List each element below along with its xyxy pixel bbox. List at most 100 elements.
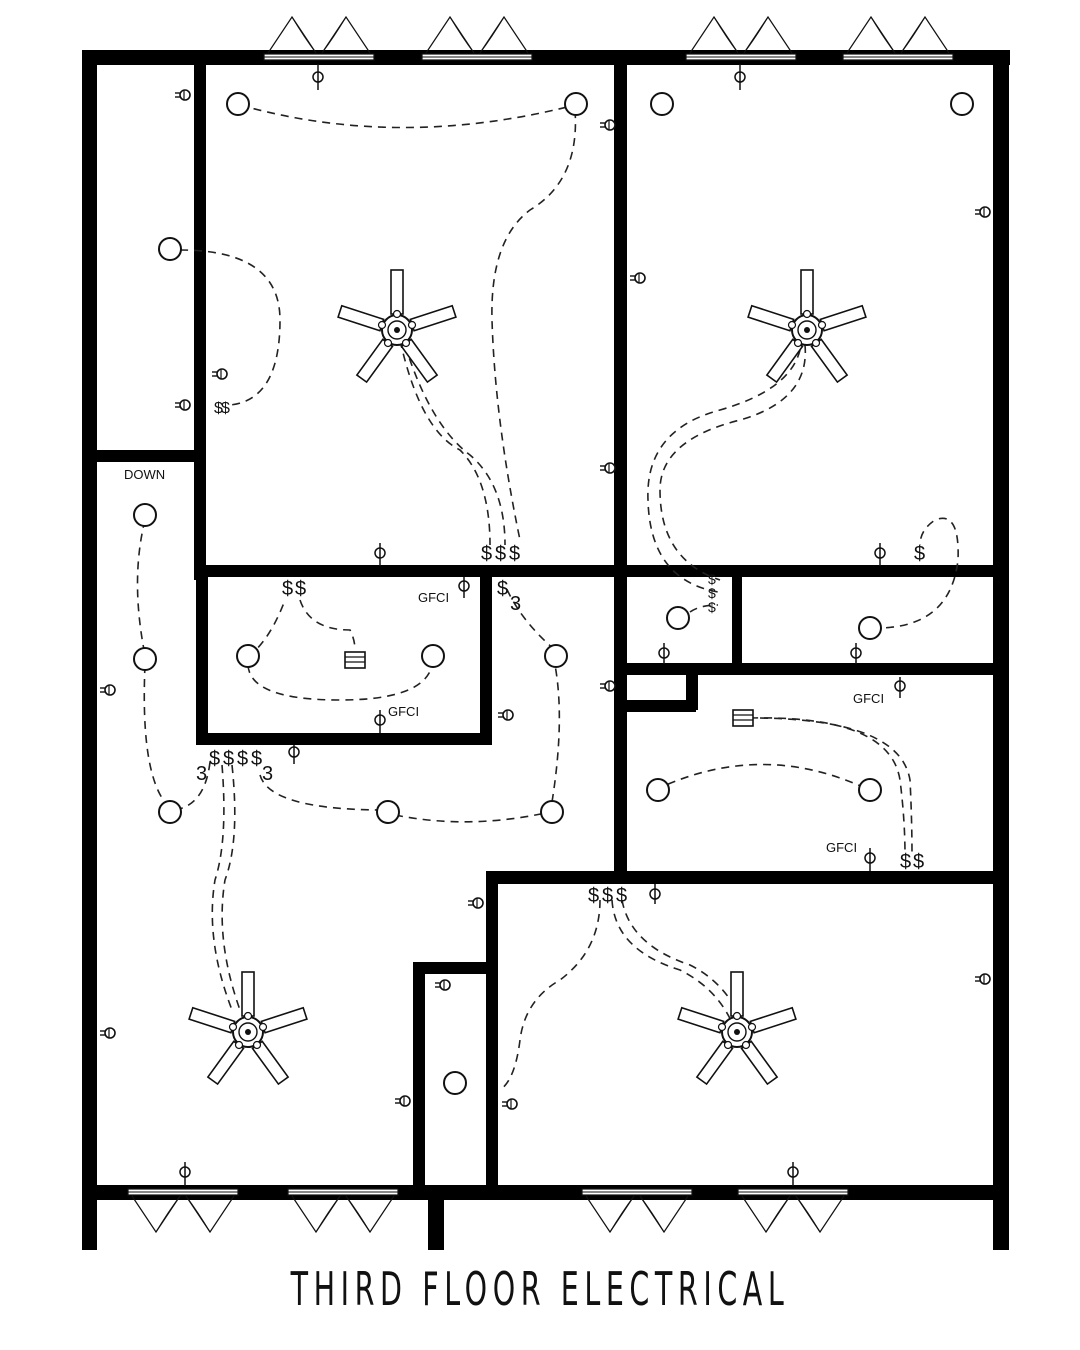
ceiling-light-icon (858, 778, 882, 802)
duplex-outlet-icon (974, 206, 991, 218)
duplex-outlet-icon (99, 684, 116, 696)
switch-icon: $ (616, 885, 627, 907)
duplex-outlet-icon (174, 89, 191, 101)
duplex-outlet-icon (179, 1162, 191, 1186)
ceiling-fan-icon (677, 971, 797, 1086)
ceiling-light-icon (226, 92, 250, 116)
window-icon (263, 16, 375, 61)
switch-icon: $ (495, 543, 506, 565)
ceiling-fan-icon (337, 269, 457, 384)
switch-icon: $ (223, 748, 234, 770)
switch-icon: $ (209, 748, 220, 770)
switch-icon: $ (481, 543, 492, 565)
switch-icon: $ (509, 543, 520, 565)
three-way-label: 3 (510, 593, 521, 615)
window-icon (737, 1188, 849, 1233)
duplex-outlet-icon (874, 543, 886, 566)
duplex-outlet-icon (787, 1162, 799, 1186)
switch-icon: $ (708, 599, 716, 615)
ceiling-light-icon (421, 644, 445, 668)
switches: $ $ $ $ $ $ $ $ $ 3 $ $ $ 3 $ $ $ $ 3 $ … (196, 400, 925, 907)
ceiling-light-icon (564, 92, 588, 116)
duplex-outlet-icon (599, 119, 616, 131)
duplex-outlet-icon (649, 884, 661, 904)
gfci-label: GFCI (388, 704, 419, 719)
ceiling-light-icon (544, 644, 568, 668)
switch-icon: $ (588, 885, 599, 907)
duplex-outlet-icon (467, 897, 484, 909)
duplex-outlet-icon (864, 848, 876, 871)
duplex-outlet-icon (599, 680, 616, 692)
window-icon (127, 1188, 239, 1233)
duplex-outlet-icon (497, 709, 514, 721)
walls (82, 50, 1010, 1250)
duplex-outlet-icon (174, 399, 191, 411)
switch-icon: $ (214, 400, 223, 417)
window-icon (581, 1188, 693, 1233)
stair-label: DOWN (124, 467, 165, 482)
circuit-wiring (136, 104, 959, 1091)
duplex-outlet-icon (894, 677, 906, 698)
switch-icon: $ (282, 578, 293, 600)
switch-icon: $ (251, 748, 262, 770)
duplex-outlet-icon (850, 643, 862, 664)
ceiling-light-icon (950, 92, 974, 116)
duplex-outlet-icon (99, 1027, 116, 1039)
gfci-label: GFCI (853, 691, 884, 706)
ceiling-light-icon (666, 606, 690, 630)
duplex-outlet-icon (599, 462, 616, 474)
switch-icon: $ (221, 400, 230, 417)
duplex-outlet-icon (501, 1098, 518, 1110)
duplex-outlet-icon (974, 973, 991, 985)
gfci-label: GFCI (418, 590, 449, 605)
switch-icon: $ (900, 851, 911, 873)
ceiling-light-icon (858, 616, 882, 640)
ceiling-lights (133, 92, 974, 1095)
switch-icon: $ (497, 578, 508, 600)
ceiling-light-icon (236, 644, 260, 668)
exhaust-fan-icon (732, 709, 754, 727)
switch-icon: $ (237, 748, 248, 770)
duplex-outlet-icon (374, 710, 386, 733)
floor-outlets (179, 64, 906, 1186)
duplex-outlet-icon (458, 577, 470, 598)
duplex-outlet-icon (434, 979, 451, 991)
duplex-outlet-icon (734, 64, 746, 90)
window-icon (421, 16, 533, 61)
duplex-outlet-icon (312, 64, 324, 90)
exhaust-fan-icon (344, 651, 366, 669)
three-way-label: 3 (262, 763, 273, 785)
window-icon (685, 16, 797, 61)
three-way-label: 3 (196, 763, 207, 785)
windows (127, 16, 954, 1233)
window-icon (287, 1188, 399, 1233)
ceiling-light-icon (443, 1071, 467, 1095)
ceiling-light-icon (540, 800, 564, 824)
duplex-outlet-icon (374, 543, 386, 566)
ceiling-light-icon (133, 647, 157, 671)
duplex-outlet-icon (394, 1095, 411, 1107)
ceiling-fan-icon (188, 971, 308, 1086)
page-title: THIRD FLOOR ELECTRICAL (290, 1262, 790, 1316)
ceiling-light-icon (158, 237, 182, 261)
duplex-outlet-icon (658, 643, 670, 664)
duplex-outlet-icon (629, 272, 646, 284)
ceiling-light-icon (158, 800, 182, 824)
ceiling-light-icon (646, 778, 670, 802)
switch-icon: $ (295, 578, 306, 600)
switch-icon: $ (708, 585, 716, 601)
ceiling-light-icon (376, 800, 400, 824)
switch-icon: $ (708, 571, 716, 587)
switch-icon: $ (914, 543, 925, 565)
switch-icon: $ (913, 851, 924, 873)
outlets (99, 89, 991, 1110)
ceiling-light-icon (650, 92, 674, 116)
gfci-label: GFCI (826, 840, 857, 855)
ceiling-fan-icon (747, 269, 867, 384)
duplex-outlet-icon (288, 745, 300, 764)
duplex-outlet-icon (211, 368, 228, 380)
ceiling-light-icon (133, 503, 157, 527)
window-icon (842, 16, 954, 61)
switch-icon: $ (602, 885, 613, 907)
